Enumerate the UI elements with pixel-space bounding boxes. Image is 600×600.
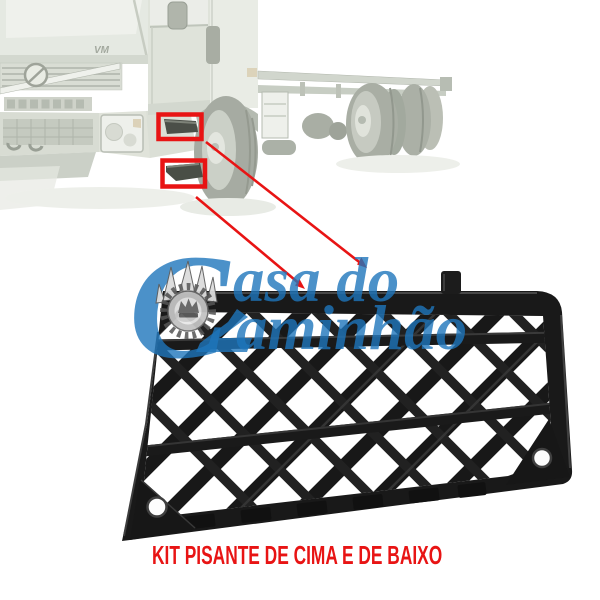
- truck-headlight: [100, 114, 144, 153]
- mounting-hole: [531, 447, 553, 469]
- grille-lattice: [140, 312, 552, 519]
- step-grille-product: [122, 271, 573, 541]
- truck-windshield-glass: [6, 0, 142, 38]
- arrowhead-icon: [357, 257, 367, 268]
- ground-shadow: [180, 198, 276, 216]
- watermark-second-c-fragment: [196, 309, 252, 352]
- truck-a-pillar: [132, 0, 149, 59]
- callout-arrow-line: [205, 140, 364, 267]
- grille-diagonal-stripe: [0, 62, 121, 95]
- truck-model-badge: VM: [94, 45, 110, 56]
- ground-shadow: [336, 155, 460, 173]
- truck-front-wheel: [194, 96, 258, 208]
- truck-photo: VM: [0, 0, 460, 216]
- highlight-box-upper-step: [156, 112, 204, 142]
- truck-mirror: [167, 1, 188, 30]
- grille-gusset-right: [506, 419, 570, 485]
- arrowhead-icon: [295, 279, 305, 289]
- truck-step-lower: [166, 163, 203, 181]
- truck-step-upper: [164, 119, 198, 134]
- truck-intake-stack: [206, 26, 220, 64]
- truck-hood-line: [0, 55, 150, 64]
- callout-arrow-line: [195, 196, 302, 286]
- truck-vents: [7, 99, 84, 109]
- watermark-line1: asa do: [233, 245, 399, 315]
- truck-side-marker: [247, 68, 257, 77]
- grille-top-tab: [441, 271, 461, 294]
- grille-stringer: [140, 401, 552, 458]
- highlight-box-lower-step: [160, 158, 208, 189]
- red-callout-annotations: [156, 112, 367, 289]
- ground-shadow: [5, 187, 195, 209]
- tow-hook-icon: [28, 143, 44, 152]
- caption: KIT PISANTE DE CIMA E DE BAIXO: [152, 541, 442, 570]
- truck-exhaust: [262, 140, 296, 155]
- mounting-hole: [146, 496, 168, 518]
- tow-hook-icon: [6, 142, 22, 151]
- grille-cleats: [184, 482, 487, 530]
- watermark: C asa do aminhão: [129, 224, 467, 390]
- watermark-line2: aminhão: [236, 293, 467, 363]
- crown-gear-icon: [155, 260, 218, 339]
- truck-grille: [0, 62, 123, 95]
- truck-rear-wheels: [346, 83, 443, 165]
- grille-gusset-left: [130, 478, 197, 540]
